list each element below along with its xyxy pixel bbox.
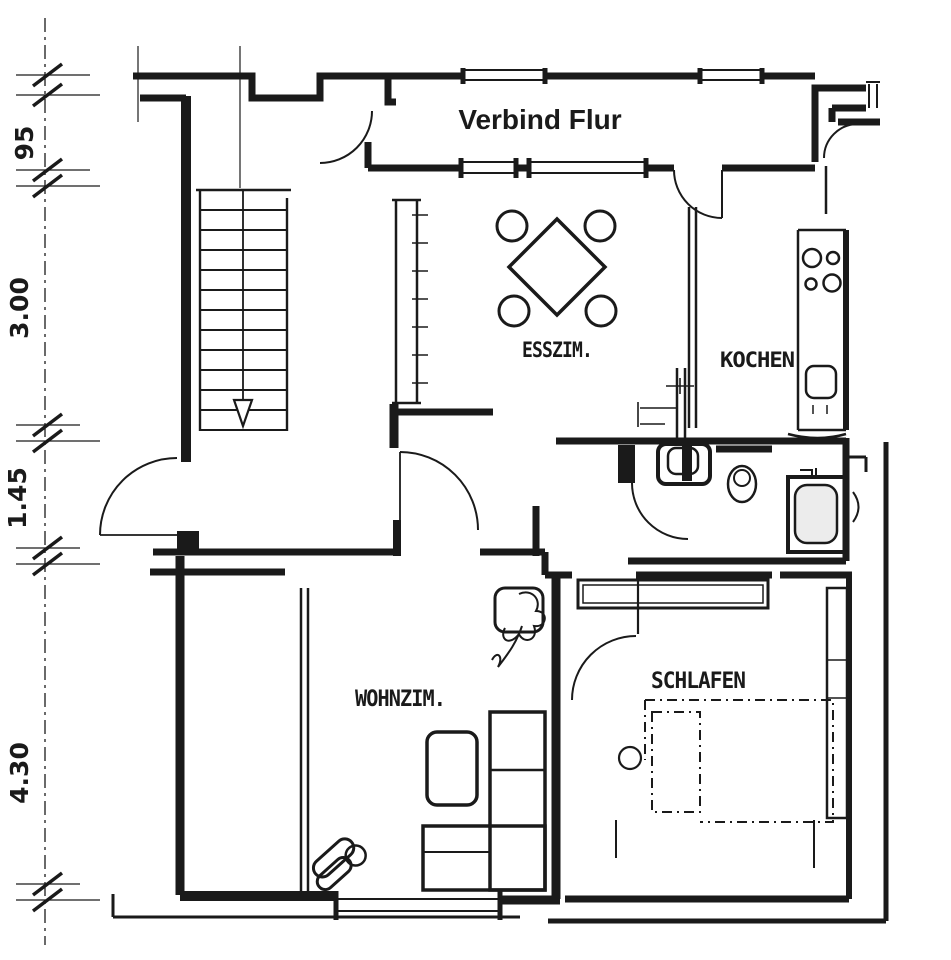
- stairs-down-arrow-icon: [232, 398, 254, 430]
- dimension-300: 3.00: [5, 277, 34, 339]
- dimension-430: 4.30: [5, 742, 34, 804]
- window-symbols: [338, 69, 880, 912]
- door-arc-bath: [631, 482, 689, 540]
- room-label-bedroom: SCHLAFEN: [651, 669, 745, 694]
- room-label-living: WOHNZIM.: [355, 687, 445, 712]
- kitchen-counter: [787, 228, 847, 440]
- dimension-145: 1.45: [3, 467, 32, 529]
- chair: [583, 209, 617, 243]
- door-arc-corridor-stairs: [319, 110, 373, 164]
- sofa: [421, 710, 547, 892]
- dimension-chain: 95 3.00 1.45 4.30: [3, 18, 241, 945]
- bed: [644, 699, 834, 823]
- dining-table: [495, 209, 618, 328]
- door-arc-living: [399, 451, 479, 531]
- dimension-95: 95: [10, 126, 39, 161]
- vanity-icon: [656, 442, 712, 486]
- corridor-label: Verbind Flur: [458, 104, 621, 135]
- radiator: [392, 198, 428, 405]
- chair: [497, 294, 531, 328]
- door-arc-bedroom: [571, 635, 637, 701]
- room-label-dining: ESSZIM.: [522, 338, 592, 362]
- chair: [584, 294, 618, 328]
- kitchen-sink-icon: [804, 364, 838, 414]
- bathtub-icon: [786, 468, 847, 554]
- floor-lamp: [311, 837, 367, 892]
- door-arc-kitchen: [823, 123, 859, 159]
- chair: [495, 209, 529, 243]
- stairs: [196, 188, 291, 431]
- stove-icon: [801, 247, 842, 293]
- bedroom-stool: [617, 745, 643, 771]
- door-arc-dining: [673, 169, 723, 219]
- living-table: [425, 730, 479, 807]
- toilet-icon: [726, 464, 758, 504]
- wardrobe: [576, 578, 849, 820]
- room-label-kitchen: KOCHEN: [720, 348, 794, 372]
- door-arc-entrance: [99, 457, 178, 536]
- walls: [111, 68, 889, 924]
- armchair-plant: [491, 586, 546, 668]
- door-arcs: [99, 110, 859, 701]
